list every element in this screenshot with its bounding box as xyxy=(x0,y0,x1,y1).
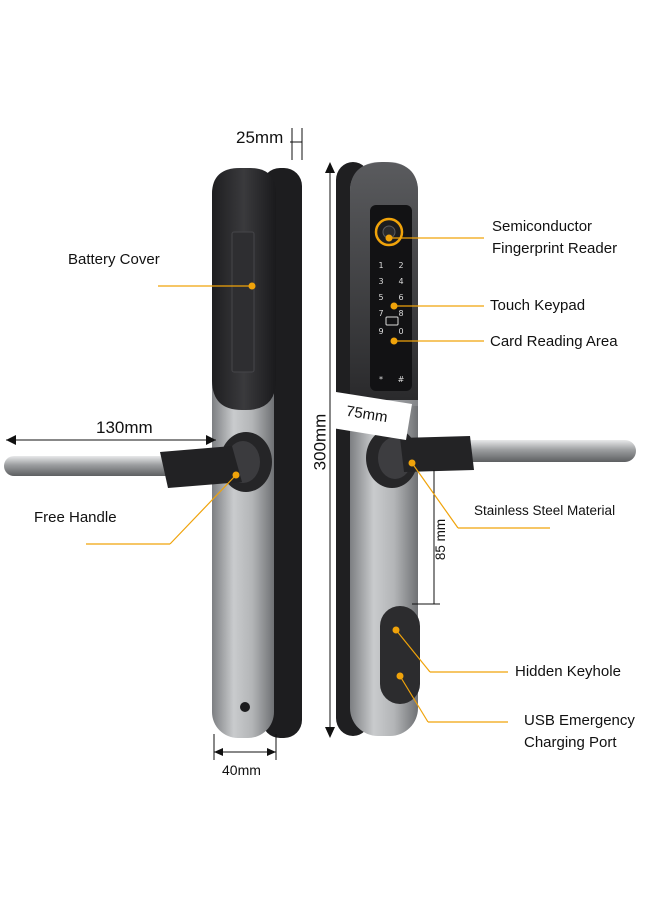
keypad-key-4: 4 xyxy=(398,277,403,286)
back-handle-bar xyxy=(4,456,176,476)
dimension-lines xyxy=(6,128,440,760)
keypad-key-#: # xyxy=(398,375,405,384)
label-touch-keypad: Touch Keypad xyxy=(490,297,586,314)
keypad-keys: 1 2 3 4 5 6 7 8 9 0 * # xyxy=(378,261,404,384)
keypad-key-7: 7 xyxy=(378,309,383,318)
keypad-key-1: 1 xyxy=(378,261,383,270)
front-lock-body: 1 2 3 4 5 6 7 8 9 0 * # xyxy=(332,162,636,736)
dim-height: 300mm xyxy=(310,413,330,471)
keypad-key-8: 8 xyxy=(398,309,403,318)
dim-handle-length: 130mm xyxy=(96,418,153,437)
label-fingerprint-line2: Fingerprint Reader xyxy=(492,240,618,257)
label-usb-port: USB Emergency Charging Port xyxy=(524,710,635,754)
dim-handle-offset: 85 mm xyxy=(433,518,449,561)
keypad-key-9: 9 xyxy=(378,327,383,336)
keypad-key-6: 6 xyxy=(398,293,403,302)
width-label-card xyxy=(332,392,412,440)
keypad-screen xyxy=(370,205,412,391)
front-handle-grip xyxy=(400,436,474,472)
label-fingerprint-line1: Semiconductor xyxy=(492,218,593,235)
dim-depth: 25mm xyxy=(236,128,284,147)
card-symbol xyxy=(385,316,399,326)
back-handle-grip xyxy=(160,446,242,488)
label-battery-cover: Battery Cover xyxy=(68,251,160,268)
back-lock-body xyxy=(4,168,302,738)
hidden-keyhole-cover xyxy=(380,606,420,704)
dim-width-back: 40mm xyxy=(222,762,261,778)
label-fingerprint-reader: Semiconductor Fingerprint Reader xyxy=(492,216,617,260)
label-stainless-steel: Stainless Steel Material xyxy=(474,503,616,518)
label-usb-line1: USB Emergency xyxy=(524,712,635,729)
label-usb-line2: Charging Port xyxy=(524,734,617,751)
keypad-key-2: 2 xyxy=(398,261,403,270)
back-keyhole xyxy=(240,702,250,712)
callout-lines xyxy=(86,234,550,723)
keypad-key-5: 5 xyxy=(378,293,383,302)
label-hidden-keyhole: Hidden Keyhole xyxy=(515,663,621,680)
keypad-key-*: * xyxy=(379,375,383,384)
label-free-handle: Free Handle xyxy=(34,509,117,526)
battery-cover-window xyxy=(231,231,255,373)
keypad-key-0: 0 xyxy=(398,327,403,336)
label-card-reading: Card Reading Area xyxy=(490,333,618,350)
front-handle-bar xyxy=(450,440,636,462)
keypad-key-3: 3 xyxy=(378,277,383,286)
